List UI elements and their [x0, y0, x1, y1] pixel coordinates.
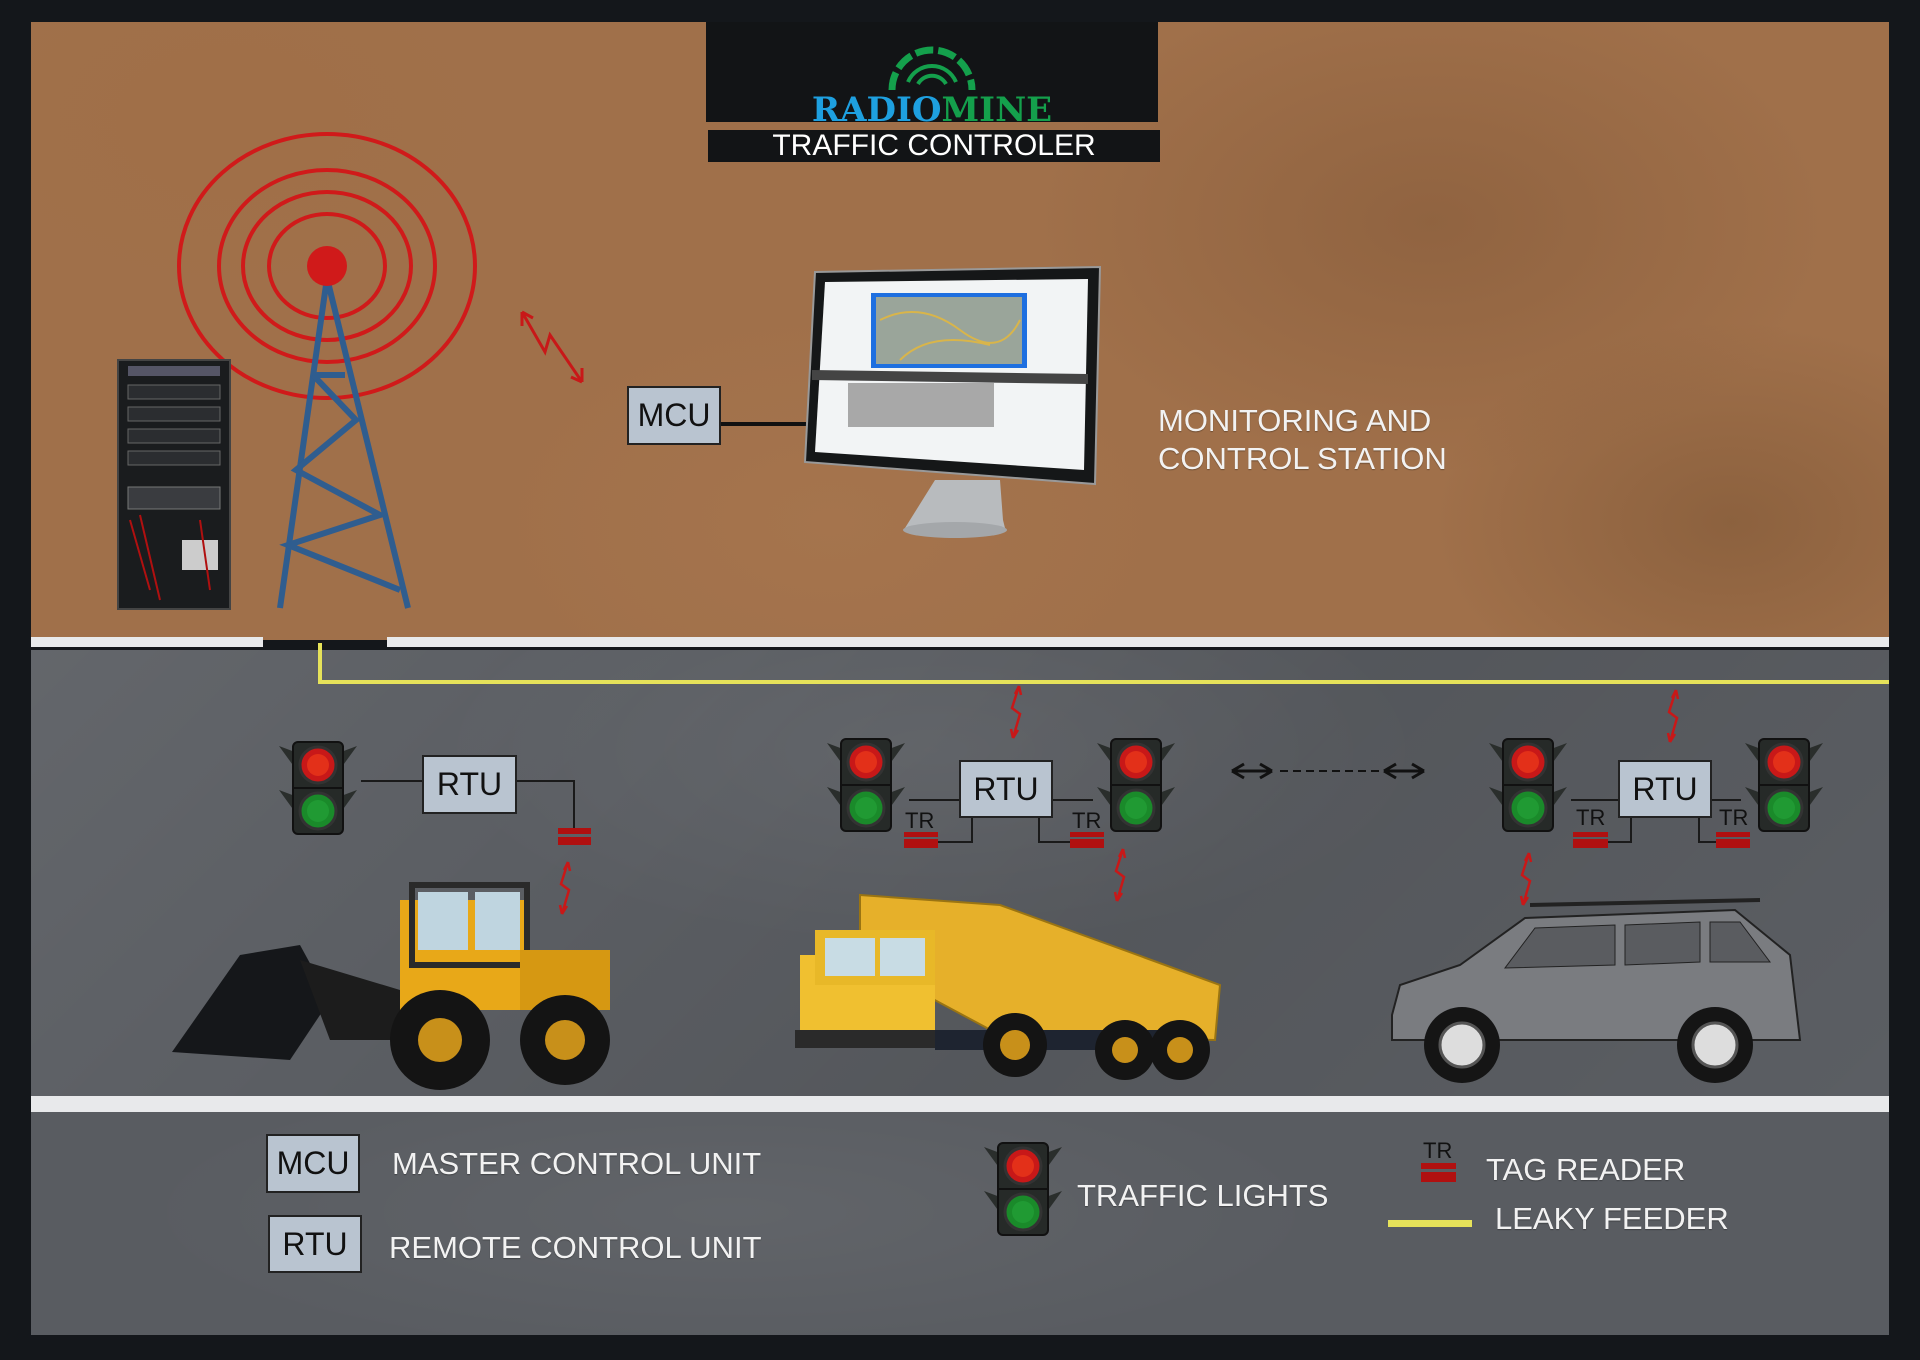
legend-tr-label: TR	[1423, 1138, 1453, 1163]
legend-mcu-box: MCU	[266, 1134, 360, 1193]
legend-traffic-lights-text: TRAFFIC LIGHTS	[1077, 1178, 1329, 1213]
legend-tag-reader-text: TAG READER	[1486, 1152, 1686, 1187]
logo-text-radio: RADIO	[811, 90, 942, 130]
legend-rtu-box: RTU	[268, 1215, 362, 1273]
wireless-link-icon	[558, 860, 572, 916]
mcu-box: MCU	[627, 386, 721, 445]
legend-rtu-text: REMOTE CONTROL UNIT	[389, 1230, 762, 1265]
monitor-icon	[803, 265, 1102, 538]
dump-truck-icon	[795, 893, 1222, 1080]
radio-tower-icon	[277, 277, 411, 609]
tag-reader-icon	[1716, 832, 1750, 837]
wireless-link-icon	[1009, 684, 1023, 740]
road-edge-line	[31, 1096, 1889, 1112]
traffic-light-icon	[1487, 737, 1569, 833]
legend-leaky-feeder-text: LEAKY FEEDER	[1495, 1201, 1729, 1236]
wireless-link-icon	[1519, 851, 1533, 907]
station-caption: MONITORING AND CONTROL STATION	[1158, 402, 1447, 478]
wireless-link-icon	[1666, 688, 1680, 744]
traffic-light-icon	[277, 740, 359, 836]
rtu-wiring	[361, 780, 575, 828]
radio-waves-logo-icon	[888, 46, 976, 91]
radiomine-logo: RADIOMINE	[706, 90, 1158, 130]
wheel-loader-icon	[172, 882, 610, 1090]
suv-car-icon	[1391, 898, 1802, 1083]
tr-label: TR	[1719, 805, 1749, 830]
station-caption-line2: CONTROL STATION	[1158, 441, 1447, 476]
tr-label: TR	[1072, 808, 1102, 833]
traffic-light-icon	[1095, 737, 1177, 833]
station-caption-line1: MONITORING AND	[1158, 403, 1432, 438]
page-title: TRAFFIC CONTROLER	[708, 130, 1160, 162]
tr-label: TR	[905, 808, 935, 833]
rtu-wiring	[909, 799, 1093, 843]
road-edge-line	[31, 637, 263, 647]
wireless-link-icon	[1113, 847, 1127, 903]
rtu-box: RTU	[1618, 760, 1712, 818]
tag-reader-icon	[1070, 832, 1104, 837]
legend-mcu-text: MASTER CONTROL UNIT	[392, 1146, 762, 1181]
road-edge-line	[387, 637, 1889, 647]
tag-reader-icon	[904, 832, 938, 837]
leaky-feeder-cable	[318, 643, 1889, 684]
traffic-light-icon	[1743, 737, 1825, 833]
radio-rack-cabinet-icon	[117, 359, 231, 610]
radio-signal-waves-icon	[177, 132, 477, 400]
legend-traffic-light-icon	[982, 1141, 1064, 1237]
legend-tag-reader-icon	[1421, 1163, 1456, 1169]
tag-reader-icon	[1573, 832, 1608, 837]
bidirectional-link-arrow-icon	[1231, 762, 1425, 780]
traffic-light-icon	[825, 737, 907, 833]
logo-header: RADIOMINE	[706, 22, 1158, 130]
rtu-box: RTU	[959, 760, 1053, 818]
legend-leaky-feeder-swatch	[1388, 1220, 1472, 1227]
tower-antenna-icon	[307, 246, 347, 286]
logo-text-mine: MINE	[941, 90, 1053, 130]
wireless-link-icon	[520, 310, 584, 384]
rtu-box: RTU	[422, 755, 517, 814]
tag-reader-icon	[558, 828, 591, 834]
tr-label: TR	[1576, 805, 1606, 830]
rtu-wiring	[1571, 799, 1741, 843]
